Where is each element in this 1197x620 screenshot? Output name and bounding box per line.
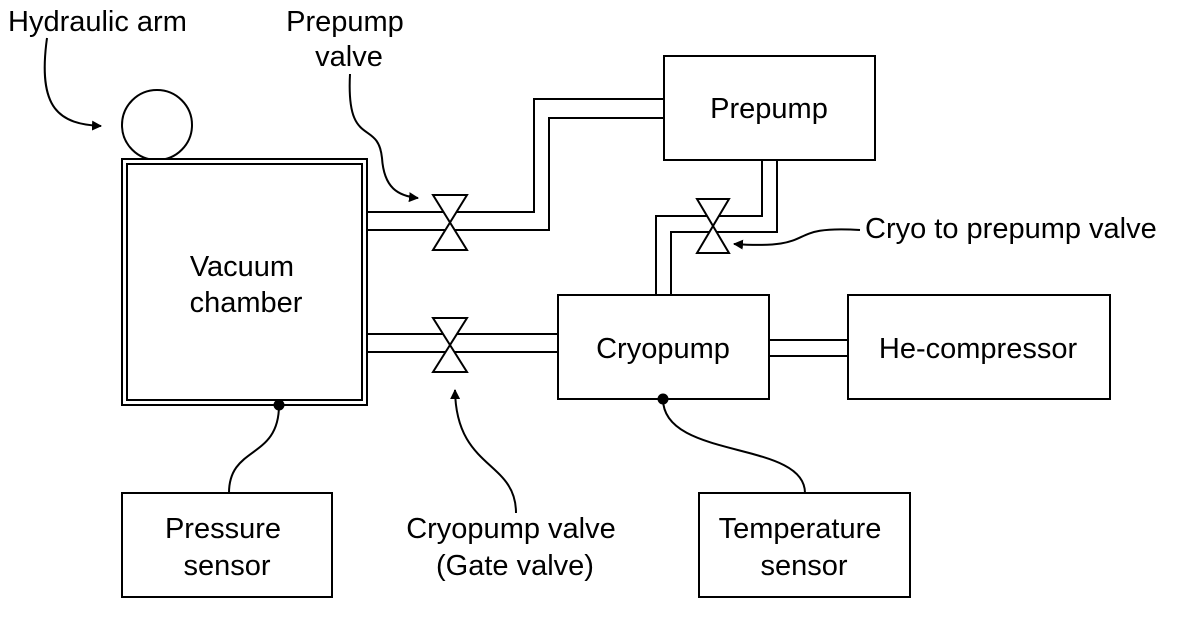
cryopump-valve-arrow: [450, 389, 517, 514]
prepump-label: Prepump: [710, 93, 828, 125]
pressure-sensor-connector: [228, 399, 285, 494]
hydraulic-arm-label: Hydraulic arm: [8, 6, 187, 38]
cryo-to-prepump-valve-arrow: [733, 228, 861, 250]
pressure-sensor-box: [121, 492, 333, 598]
cryopump-gate-valve: [431, 317, 469, 373]
vacuum-chamber: [121, 158, 368, 406]
prepump-box: [663, 55, 876, 161]
prepump-valve-arrow: [348, 73, 419, 203]
temperature-sensor-label: Temperature sensor: [719, 513, 890, 582]
pressure-sensor-label: Pressure sensor: [165, 513, 289, 582]
temperature-sensor-box: [698, 492, 911, 598]
pipe-cryopump-to-he-compressor: [769, 339, 848, 357]
prepump-valve-label: Prepump valve: [286, 6, 412, 73]
pipe-chamber-to-cryopump: [368, 333, 558, 353]
prepump-valve: [431, 194, 469, 251]
hydraulic-arm: [121, 89, 193, 161]
temperature-sensor-connector: [657, 393, 806, 494]
pipe-chamber-to-prepump: [368, 98, 664, 231]
vacuum-chamber-label: Vacuum chamber: [190, 251, 303, 319]
cryo-to-prepump-valve-label: Cryo to prepump valve: [865, 213, 1157, 245]
pipe-cryopump-to-prepump: [655, 160, 778, 295]
he-compressor-label: He-compressor: [879, 333, 1078, 365]
cryopump-box: [557, 294, 770, 400]
cryopump-valve-label: Cryopump valve (Gate valve): [406, 513, 624, 582]
cryopump-label: Cryopump: [596, 333, 730, 365]
cryo-to-prepump-valve: [695, 198, 731, 254]
he-compressor-box: [847, 294, 1111, 400]
hydraulic-arm-arrow: [43, 37, 102, 131]
